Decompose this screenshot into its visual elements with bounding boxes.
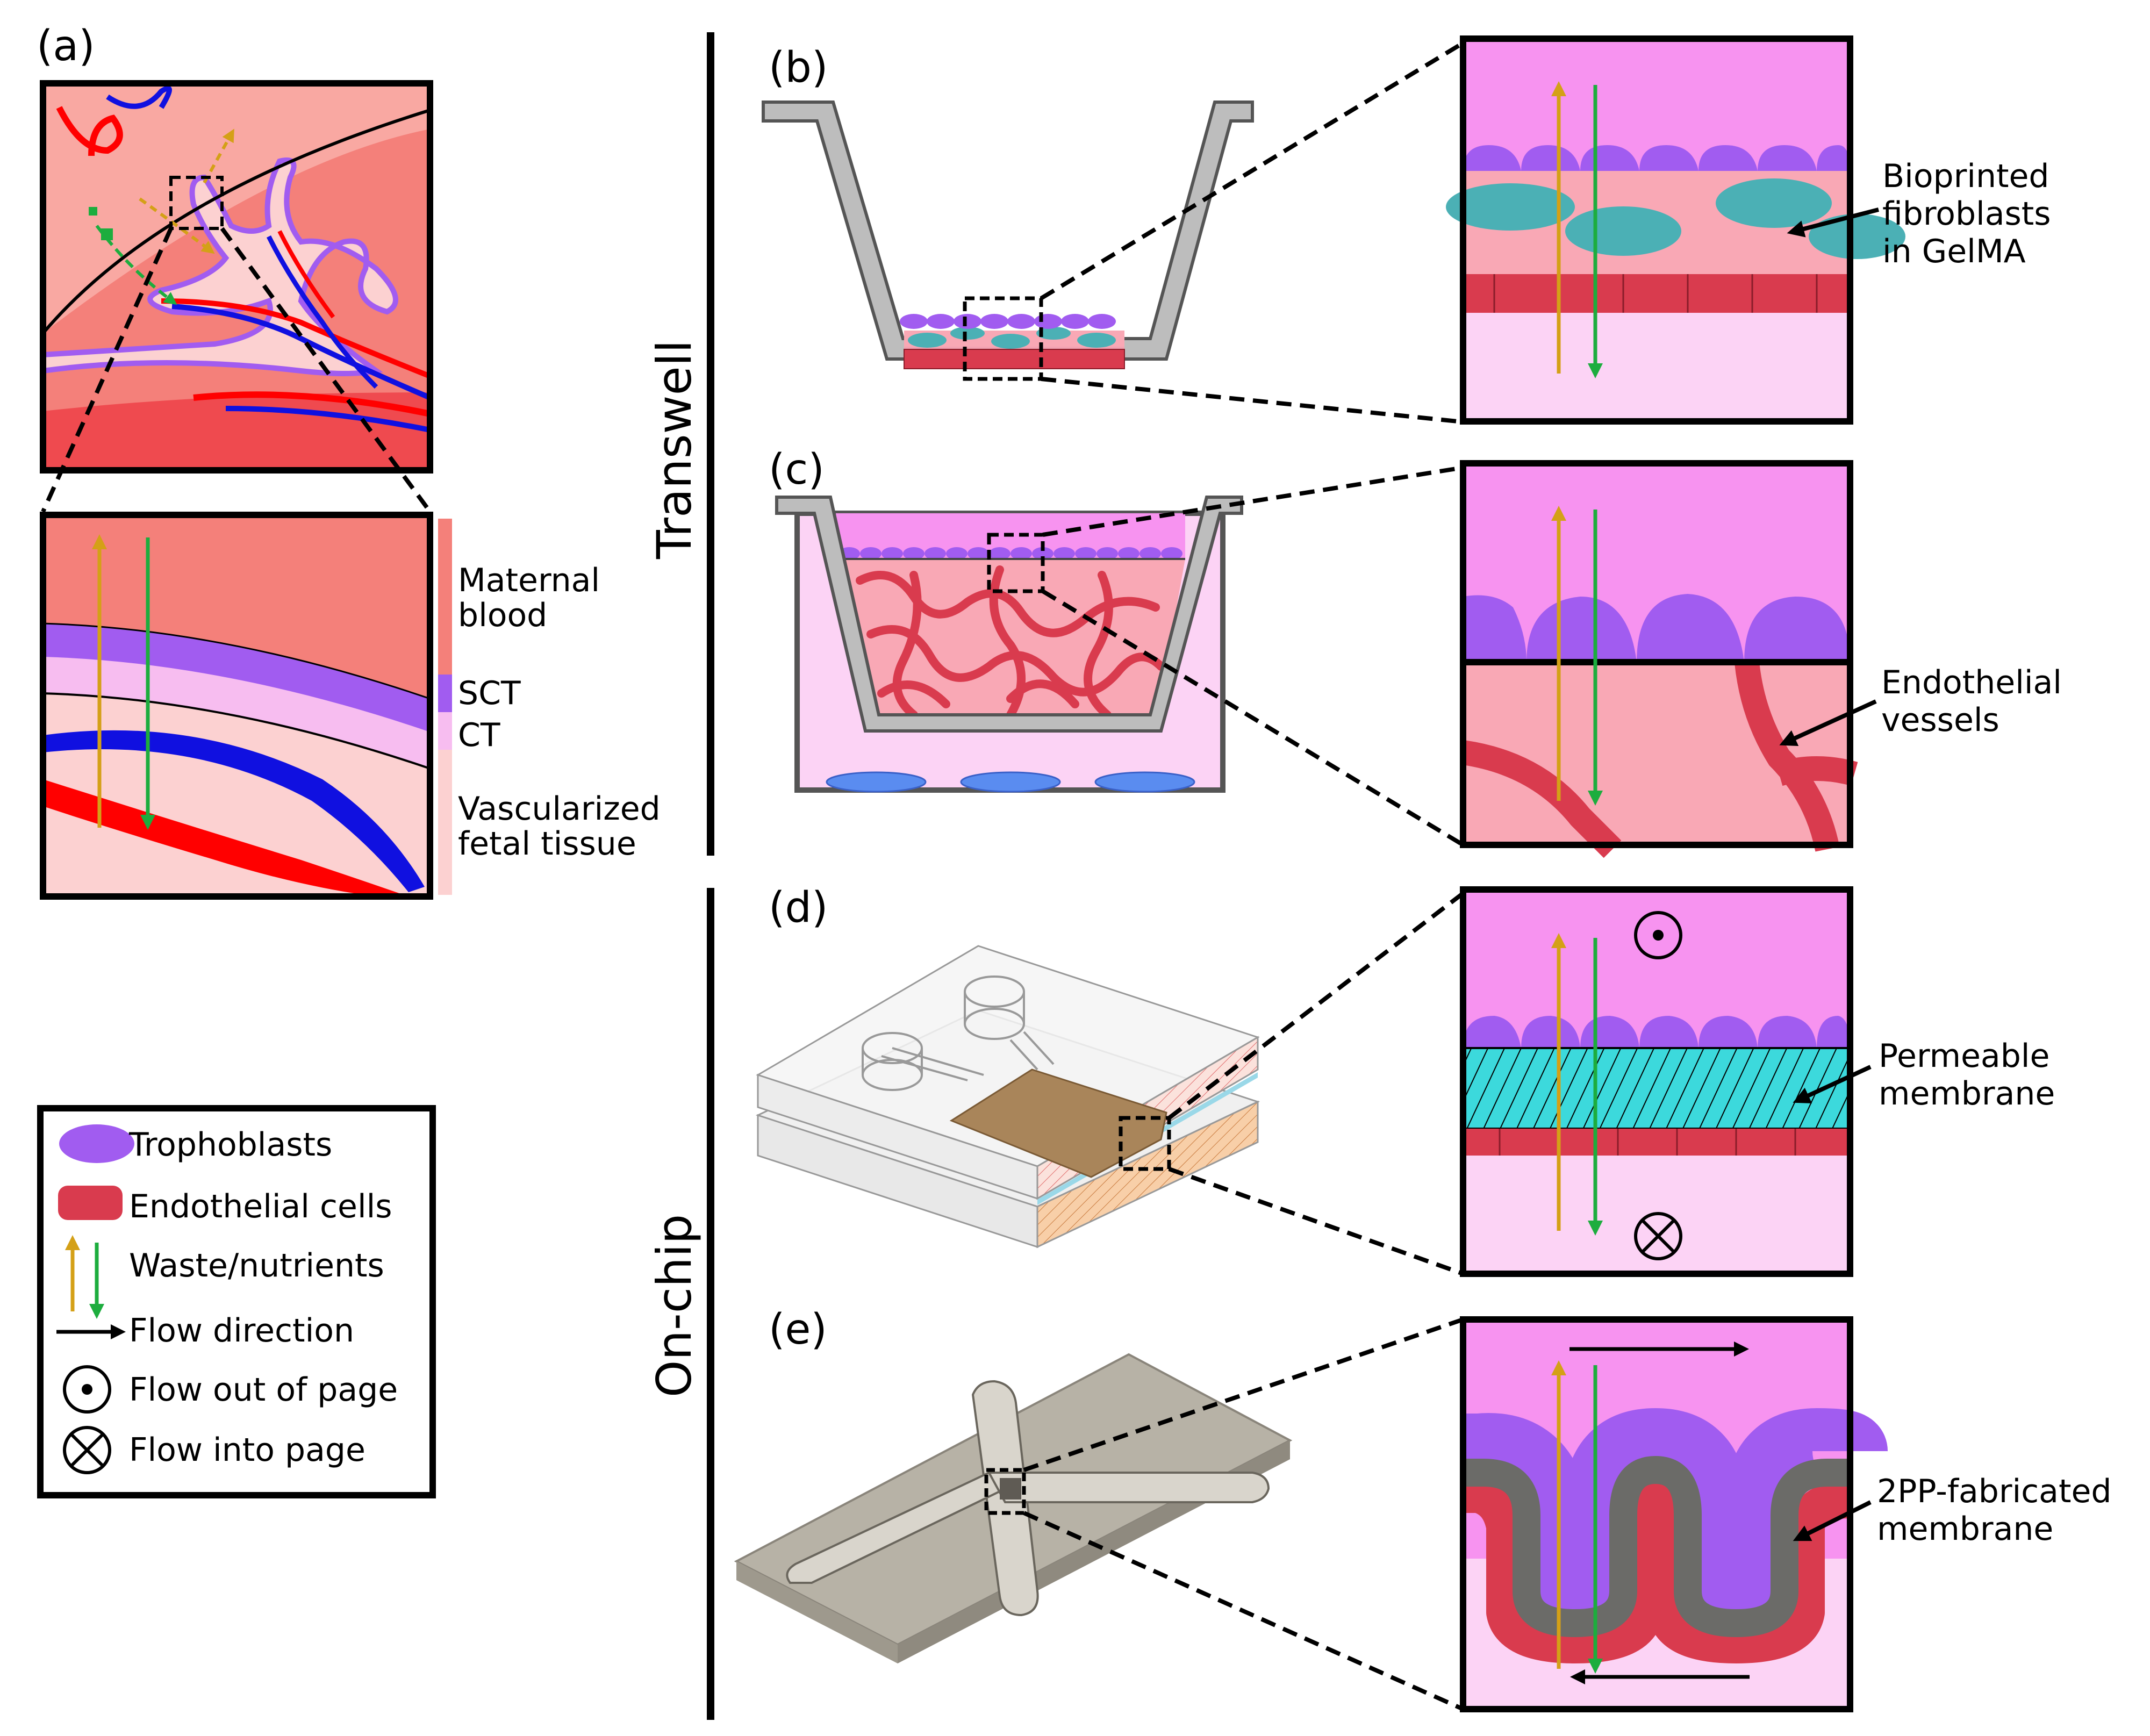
callout-b-2: fibroblasts xyxy=(1882,195,2051,233)
label-ct: CT xyxy=(458,716,500,754)
panel-label-b: (b) xyxy=(769,44,828,92)
placenta-zoom xyxy=(43,515,430,896)
endothelial-swatch xyxy=(58,1186,123,1220)
legend-flow-into: Flow into page xyxy=(129,1431,366,1469)
panel-label-c: (c) xyxy=(769,446,825,494)
callout-arrow-c xyxy=(1779,699,1877,746)
callout-arrow-e xyxy=(1793,1500,1872,1541)
callout-d-1: Permeable xyxy=(1879,1037,2049,1075)
label-sct: SCT xyxy=(458,675,521,712)
trophoblast-swatch xyxy=(59,1124,134,1163)
legend-waste: Waste/nutrients xyxy=(129,1247,384,1285)
zoom-e xyxy=(1440,1316,1888,1712)
callout-arrow-d xyxy=(1793,1065,1872,1103)
section-onchip: On-chip xyxy=(647,1214,702,1397)
transwell-c xyxy=(775,496,1243,793)
label-fetal-2: fetal tissue xyxy=(458,825,636,863)
chip-e xyxy=(734,1353,1293,1663)
section-transwell: Transwell xyxy=(647,340,702,559)
panel-label-d: (d) xyxy=(769,884,828,932)
legend-endothelial: Endothelial cells xyxy=(129,1188,392,1225)
2pp-membrane xyxy=(1463,1456,1850,1637)
permeable-membrane xyxy=(1462,1047,1851,1130)
transwell-b xyxy=(762,101,1254,381)
panel-label-a: (a) xyxy=(37,22,95,70)
bar-maternal xyxy=(438,519,452,675)
label-maternal-1: Maternal xyxy=(458,562,600,599)
zoom-b xyxy=(1446,35,1905,425)
legend-flow-out: Flow out of page xyxy=(129,1371,398,1409)
flow-into-icon-d xyxy=(1634,1212,1682,1260)
callout-b-1: Bioprinted xyxy=(1882,157,2049,195)
legend-flow-direction: Flow direction xyxy=(129,1312,354,1350)
legend-trophoblasts: Trophoblasts xyxy=(128,1126,332,1164)
bar-sct xyxy=(438,675,452,712)
callout-arrow-b xyxy=(1787,207,1879,238)
flow-out-icon-d xyxy=(1634,911,1682,959)
bar-ct xyxy=(438,712,452,750)
callout-d-2: membrane xyxy=(1879,1075,2055,1113)
legend-box: Trophoblasts Endothelial cells Waste/nut… xyxy=(37,1105,436,1498)
callout-e-2: membrane xyxy=(1877,1510,2053,1548)
label-maternal-2: blood xyxy=(458,597,547,634)
callout-c-1: Endothelial xyxy=(1881,664,2062,701)
callout-b-3: in GelMA xyxy=(1882,233,2026,270)
bar-fetal xyxy=(438,750,452,895)
zoom-c xyxy=(1460,460,1858,858)
label-fetal-1: Vascularized xyxy=(458,790,661,828)
callout-c-2: vessels xyxy=(1881,701,2000,739)
panel-label-e: (e) xyxy=(769,1305,827,1354)
placenta-overview xyxy=(43,83,430,470)
zoom-d xyxy=(1460,886,1853,1277)
callout-e-1: 2PP-fabricated xyxy=(1877,1473,2111,1510)
chip-d xyxy=(755,945,1260,1249)
